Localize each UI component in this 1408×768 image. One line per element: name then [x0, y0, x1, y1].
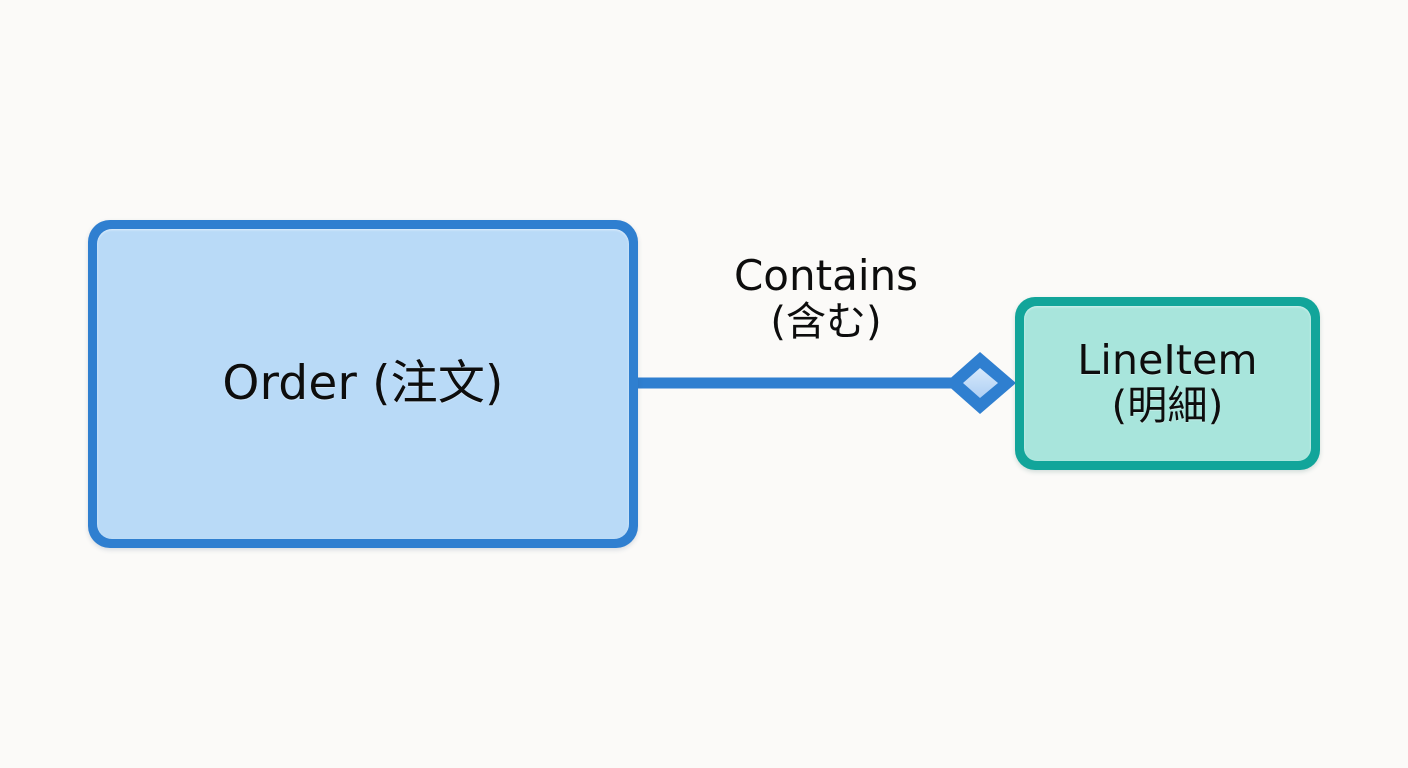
composition-diamond-icon — [945, 352, 1016, 414]
entity-node-order-body: Order (注文) — [97, 229, 629, 539]
relationship-label: Contains (含む) — [686, 252, 966, 345]
entity-node-lineitem-label: LineItem — [1077, 336, 1258, 385]
entity-node-order-label: Order (注文) — [222, 355, 504, 411]
relationship-label-primary: Contains — [733, 251, 919, 300]
relationship-label-secondary: (含む) — [770, 298, 882, 345]
entity-node-lineitem-body: LineItem (明細) — [1024, 306, 1311, 461]
entity-node-lineitem-label-secondary: (明細) — [1111, 383, 1224, 430]
composition-diamond-inner-icon — [963, 368, 998, 398]
entity-node-order[interactable]: Order (注文) — [88, 220, 638, 548]
entity-node-lineitem[interactable]: LineItem (明細) — [1015, 297, 1320, 470]
